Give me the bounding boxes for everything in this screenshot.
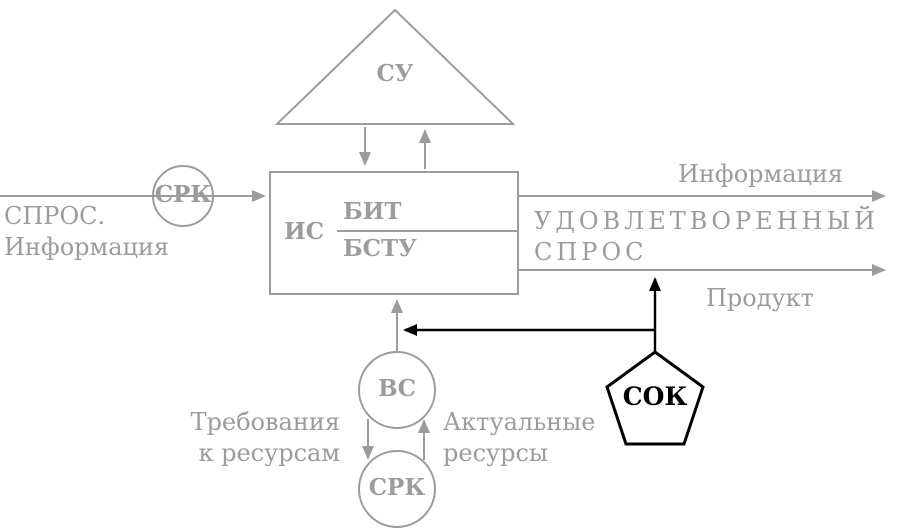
su-triangle [274, 8, 516, 125]
is-rectangle [269, 171, 519, 295]
satisfied-demand-label: УДОВЛЕТВОРЕННЫЙ СПРОС [534, 206, 879, 268]
input-demand-line1: СПРОС. [4, 202, 106, 230]
vs-circle [358, 351, 436, 429]
srk-bottom-label: СРК [368, 474, 426, 501]
satisfied-demand-line2: СПРОС [534, 238, 648, 266]
input-demand-label: СПРОС. Информация [4, 201, 169, 263]
input-demand-line2: Информация [4, 233, 170, 261]
satisfied-demand-line1: УДОВЛЕТВОРЕННЫЙ [534, 207, 880, 235]
product-output-label: Продукт [706, 284, 814, 312]
sok-pentagon [605, 350, 705, 446]
information-output-label: Информация [678, 160, 844, 188]
sok-label: СОК [622, 382, 688, 411]
bit-label: БИТ [343, 198, 402, 225]
resource-requirements-line1: Требования [190, 408, 340, 436]
actual-resources-label: Актуальные ресурсы [443, 407, 596, 469]
actual-resources-line2: ресурсы [443, 439, 549, 467]
actual-resources-line1: Актуальные [443, 408, 596, 436]
is-label: ИС [284, 218, 325, 245]
srk-bottom-circle [358, 450, 436, 528]
srk-left-label: СРК [154, 181, 212, 208]
srk-left-circle [152, 165, 214, 227]
resource-requirements-line2: к ресурсам [198, 439, 340, 467]
bstu-label: БСТУ [343, 235, 417, 262]
su-label: СУ [376, 60, 414, 87]
resource-requirements-label: Требования к ресурсам [180, 407, 340, 469]
vs-label: ВС [378, 375, 416, 402]
